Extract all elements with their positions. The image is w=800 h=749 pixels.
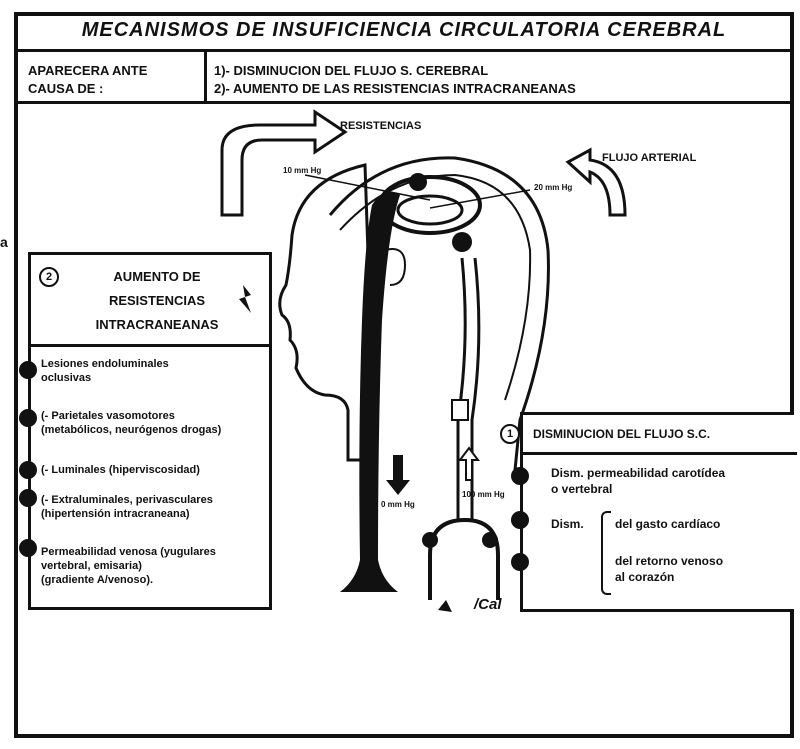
vessel-node-right: [452, 232, 472, 252]
right-item-2b: del retorno venoso al corazón: [615, 553, 723, 585]
lightning-icon: [239, 285, 253, 313]
side-mark: a: [0, 234, 8, 250]
resistances-arrow-icon: [222, 112, 345, 215]
venous-vessel: [340, 192, 400, 592]
bullet-2: [19, 409, 37, 427]
right-item-2b-line1: del retorno venoso: [615, 553, 723, 569]
arterial-flow-label: FLUJO ARTERIAL: [602, 152, 696, 164]
pressure-bottom-right: 100 mm Hg: [462, 490, 505, 499]
left-box-list: Lesiones endoluminales oclusivas (- Pari…: [28, 344, 272, 610]
left-item-5-line3: (gradiente A/venoso).: [41, 573, 273, 587]
right-item-2a: del gasto cardíaco: [615, 517, 720, 531]
vessel-node-top: [409, 173, 427, 191]
left-item-5-line2: vertebral, emisaria): [41, 559, 273, 573]
right-box-header: DISMINUCION DEL FLUJO S.C.: [523, 415, 797, 455]
right-item-1: Dism. permeabilidad carotídea o vertebra…: [551, 465, 791, 497]
artery-bifurcation: [430, 520, 498, 600]
small-triangle-mark: [438, 600, 452, 612]
artery-node-right: [482, 532, 498, 548]
up-arrow-icon: [460, 448, 478, 480]
left-item-2-line2: (metabólicos, neurógenos drogas): [41, 423, 273, 437]
left-item-2-line1: (- Parietales vasomotores: [41, 409, 273, 423]
left-item-1: Lesiones endoluminales oclusivas: [41, 357, 269, 385]
right-item-2-prefix: Dism.: [551, 517, 584, 531]
left-box-heading-line3: INTRACRANEANAS: [67, 313, 247, 337]
right-bullet-1: [511, 467, 529, 485]
right-item-1-line1: Dism. permeabilidad carotídea: [551, 465, 791, 481]
right-item-1-line2: o vertebral: [551, 481, 791, 497]
bullet-3: [19, 461, 37, 479]
left-box-heading-line1: AUMENTO DE: [67, 265, 247, 289]
pressure-bottom-left: 0 mm Hg: [381, 500, 415, 509]
right-item-2b-line2: al corazón: [615, 569, 723, 585]
left-item-5-line1: Permeabilidad venosa (yugulares: [41, 545, 273, 559]
left-box-number: 2: [39, 267, 59, 287]
right-bullet-3: [511, 553, 529, 571]
signature: /Cal: [474, 596, 502, 613]
brain-vessel-inner: [398, 196, 462, 224]
left-item-3-line1: (- Luminales (hiperviscosidad): [41, 463, 269, 477]
left-item-4-line2: (hipertensión intracraneana): [41, 507, 269, 521]
bullet-1: [19, 361, 37, 379]
pressure-top-right: 20 mm Hg: [534, 183, 572, 192]
left-item-1-line1: Lesiones endoluminales: [41, 357, 269, 371]
left-item-5: Permeabilidad venosa (yugulares vertebra…: [41, 545, 273, 587]
left-item-3: (- Luminales (hiperviscosidad): [41, 463, 269, 477]
brace-bracket: [601, 511, 611, 595]
right-bullet-2: [511, 511, 529, 529]
right-box: DISMINUCION DEL FLUJO S.C. Dism. permeab…: [520, 412, 794, 612]
left-item-2: (- Parietales vasomotores (metabólicos, …: [41, 409, 273, 437]
right-box-number: 1: [500, 424, 520, 444]
artery-right-wall: [472, 258, 479, 520]
down-arrow-icon: [386, 455, 410, 495]
left-box-header: 2 AUMENTO DE RESISTENCIAS INTRACRANEANAS: [28, 252, 272, 348]
left-item-4: (- Extraluminales, perivasculares (hiper…: [41, 493, 269, 521]
left-box-heading-line2: RESISTENCIAS: [67, 289, 247, 313]
left-item-4-line1: (- Extraluminales, perivasculares: [41, 493, 269, 507]
resistances-label: RESISTENCIAS: [340, 120, 421, 132]
left-box-heading: AUMENTO DE RESISTENCIAS INTRACRANEANAS: [67, 265, 247, 337]
artery-node-left: [422, 532, 438, 548]
left-item-1-line2: oclusivas: [41, 371, 269, 385]
pressure-top-left: 10 mm Hg: [283, 166, 321, 175]
bullet-4: [19, 489, 37, 507]
bullet-5: [19, 539, 37, 557]
right-box-heading: DISMINUCION DEL FLUJO S.C.: [533, 427, 710, 441]
artery-segment: [452, 400, 468, 420]
artery-left-wall: [458, 258, 465, 520]
